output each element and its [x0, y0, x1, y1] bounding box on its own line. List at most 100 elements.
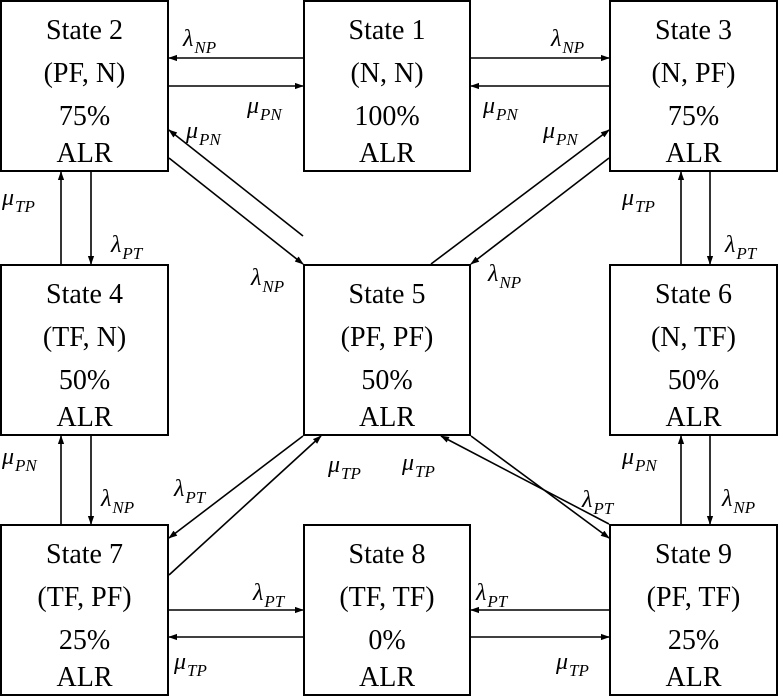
- rate-subscript: TP: [15, 197, 35, 216]
- state-pair: (N, PF): [651, 58, 735, 89]
- state-pair: (PF, N): [44, 58, 126, 89]
- state-unit: ALR: [359, 402, 415, 433]
- rate-subscript: NP: [732, 498, 755, 517]
- rate-symbol: μ: [185, 118, 198, 144]
- state-pair: (TF, N): [43, 322, 126, 353]
- transition-rate-label-s3-s5: λNP: [487, 261, 521, 292]
- state-title: State 9: [655, 539, 732, 570]
- transition-rate-label-s2-s1: μPN: [246, 93, 283, 124]
- rate-symbol: λ: [721, 486, 732, 512]
- transition-arrow-s5-s2: [168, 129, 304, 237]
- rate-symbol: λ: [581, 487, 592, 513]
- rate-symbol: μ: [173, 649, 186, 675]
- rate-subscript: PN: [495, 105, 519, 124]
- state-capacity: 50%: [361, 365, 412, 396]
- rate-symbol: μ: [327, 452, 340, 478]
- rate-subscript: PN: [198, 130, 222, 149]
- transition-arrow-s2-s5: [168, 157, 304, 265]
- rate-symbol: λ: [475, 580, 486, 606]
- rate-subscript: PT: [592, 499, 614, 518]
- state-box-border: [303, 0, 471, 172]
- transition-rate-label-s1-s3: λNP: [550, 26, 584, 57]
- rate-subscript: NP: [561, 38, 584, 57]
- rate-symbol: μ: [1, 444, 14, 470]
- state-capacity: 75%: [59, 101, 110, 132]
- state-box-border: [303, 524, 471, 696]
- state-capacity: 25%: [668, 625, 719, 656]
- transition-arrow-s5-s7: [168, 435, 304, 539]
- state-title: State 6: [655, 279, 732, 310]
- rate-subscript: PN: [634, 456, 658, 475]
- rate-symbol: λ: [550, 26, 561, 52]
- state-title: State 1: [349, 15, 426, 46]
- transition-arrow-s3-s5: [470, 157, 610, 265]
- state-capacity: 25%: [59, 625, 110, 656]
- state-box-s6: State 6(N, TF)50%ALR: [609, 264, 778, 436]
- state-capacity: 100%: [354, 101, 419, 132]
- transition-arrow-s5-s3: [430, 129, 610, 265]
- transition-rate-label-s2-s5: λNP: [250, 265, 284, 296]
- rate-symbol: λ: [487, 261, 498, 287]
- rate-subscript: PN: [259, 105, 283, 124]
- rate-subscript: TP: [569, 661, 589, 680]
- state-box-s7: State 7(TF, PF)25%ALR: [0, 524, 169, 696]
- state-box-border: [609, 524, 778, 696]
- rate-subscript: PN: [14, 456, 38, 475]
- transition-rate-label-s8-s7: μTP: [173, 649, 207, 680]
- transition-rate-label-s9-s5: μTP: [401, 450, 435, 481]
- state-title: State 4: [46, 279, 123, 310]
- transition-rate-label-s5-s9: λPT: [581, 487, 615, 518]
- state-box-s5: State 5(PF, PF)50%ALR: [303, 264, 471, 436]
- transition-rate-label-s3-s6: λPT: [724, 232, 758, 263]
- rate-subscript: PT: [263, 592, 285, 611]
- state-pair: (PF, TF): [647, 582, 741, 613]
- state-pair: (TF, PF): [37, 582, 131, 613]
- state-box-border: [0, 264, 169, 436]
- transition-rate-label-s7-s4: μPN: [1, 444, 38, 475]
- rate-subscript: TP: [341, 464, 361, 483]
- rate-symbol: λ: [252, 580, 263, 606]
- state-capacity: 50%: [668, 365, 719, 396]
- rate-subscript: PT: [184, 488, 206, 507]
- state-pair: (PF, PF): [341, 322, 434, 353]
- state-box-s3: State 3(N, PF)75%ALR: [609, 0, 778, 172]
- rate-symbol: μ: [246, 93, 259, 119]
- transition-rate-label-s6-s3: μTP: [621, 185, 655, 216]
- state-capacity: 75%: [668, 101, 719, 132]
- transition-rate-label-s2-s4: λPT: [110, 232, 144, 263]
- transition-rate-label-s9-s6: μPN: [621, 444, 658, 475]
- rate-subscript: TP: [187, 661, 207, 680]
- state-pair: (TF, TF): [339, 582, 434, 613]
- state-unit: ALR: [359, 138, 415, 169]
- state-box-s1: State 1 (N, N) 100% ALR: [303, 0, 471, 172]
- state-box-border: [609, 264, 778, 436]
- transition-arrows: [57, 54, 714, 641]
- state-pair: (N, N): [350, 58, 423, 89]
- transition-rate-label-s1-s2: λNP: [182, 26, 216, 57]
- rate-symbol: μ: [555, 649, 568, 675]
- transition-rate-label-s8-s9: μTP: [555, 649, 589, 680]
- rate-subscript: NP: [261, 277, 284, 296]
- transition-rate-label-s4-s2: μTP: [1, 185, 35, 216]
- rate-subscript: NP: [111, 498, 134, 517]
- state-box-s9: State 9(PF, TF)25%ALR: [609, 524, 778, 696]
- rate-subscript: TP: [415, 462, 435, 481]
- rate-subscript: PN: [555, 130, 579, 149]
- transition-rate-label-s4-s7: λNP: [100, 486, 134, 517]
- state-unit: ALR: [359, 662, 415, 693]
- state-box-s8: State 8(TF, TF)0%ALR: [303, 524, 471, 696]
- state-unit: ALR: [57, 402, 113, 433]
- transition-rate-label-s7-s5: μTP: [327, 452, 361, 483]
- state-box-border: [609, 0, 778, 172]
- state-box-s4: State 4 (TF, N) 50% ALR: [0, 264, 169, 436]
- rate-subscript: PT: [486, 592, 508, 611]
- state-unit: ALR: [57, 662, 113, 693]
- rate-symbol: λ: [182, 26, 193, 52]
- state-capacity: 50%: [59, 365, 110, 396]
- transition-arrow-s9-s5: [440, 435, 610, 525]
- rate-symbol: λ: [173, 476, 184, 502]
- state-capacity: 0%: [368, 625, 405, 656]
- rate-symbol: μ: [621, 185, 634, 211]
